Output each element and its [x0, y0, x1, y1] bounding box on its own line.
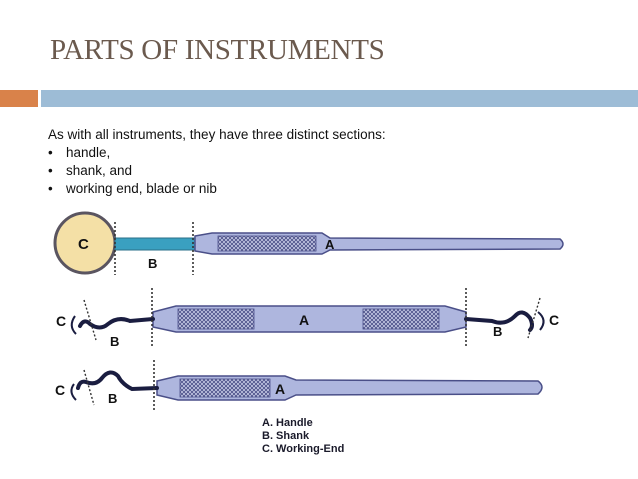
working-end-icon [70, 383, 77, 401]
bullet-item: • working end, blade or nib [48, 180, 386, 198]
double-knurl-right [362, 308, 440, 330]
legend-item: A. Handle [262, 417, 313, 429]
double-shank-left [78, 317, 155, 330]
legend-item: C. Working-End [262, 443, 345, 455]
label-a: A [275, 381, 285, 397]
bullet-text: working end, blade or nib [66, 181, 217, 196]
working-end-left-icon [70, 315, 77, 335]
bullet-icon: • [48, 181, 53, 196]
label-c: C [549, 312, 559, 328]
label-b: B [493, 324, 502, 339]
diagram-legend: A. Handle B. Shank C. Working-End [262, 417, 344, 456]
double-divider [83, 299, 97, 341]
accent-bar-blue [41, 90, 638, 107]
bullet-text: handle, [66, 145, 111, 160]
legend-item: B. Shank [262, 430, 310, 442]
label-c: C [78, 236, 89, 253]
double-ended-instrument: C B A B C [56, 288, 559, 349]
single-divider [83, 369, 95, 406]
bullet-icon: • [48, 163, 53, 178]
double-divider [527, 297, 541, 339]
mirror-instrument: C B A [53, 211, 564, 275]
label-a: A [325, 237, 335, 252]
label-b: B [110, 334, 119, 349]
label-b: B [148, 256, 157, 271]
bullet-icon: • [48, 145, 53, 160]
label-c: C [56, 313, 66, 329]
label-b: B [108, 391, 117, 406]
mirror-knurl [217, 235, 317, 252]
mirror-shank [114, 237, 196, 251]
slide-body: As with all instruments, they have three… [48, 126, 386, 198]
single-knurl [179, 378, 271, 398]
working-end-right-icon [537, 311, 545, 331]
double-knurl-left [177, 308, 255, 330]
accent-bar-orange [0, 90, 38, 107]
double-shank-right [464, 310, 534, 332]
intro-text: As with all instruments, they have three… [48, 127, 386, 142]
bullet-item: • shank, and [48, 162, 386, 180]
bullet-item: • handle, [48, 144, 386, 162]
bullet-text: shank, and [66, 163, 133, 178]
single-ended-instrument: C B A [55, 360, 543, 410]
single-shank [76, 370, 159, 392]
label-c: C [55, 382, 65, 398]
label-a: A [299, 312, 309, 328]
slide-title: PARTS OF INSTRUMENTS [50, 34, 385, 66]
